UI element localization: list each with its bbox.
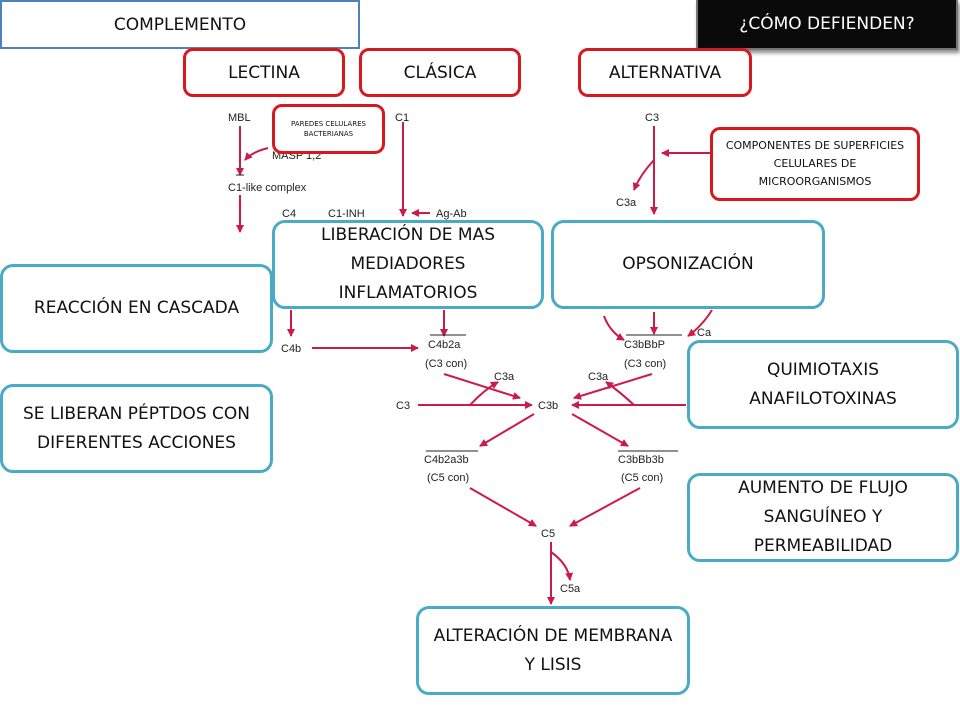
arrow-c3a-right-release [605,381,635,406]
label-c4b: C4b [281,343,301,355]
function-opsonizacion: OPSONIZACIÓN [551,220,825,309]
arrow-c3a-release [632,159,655,191]
question-box: ¿CÓMO DEFIENDEN? [696,0,958,50]
label-c3a-top: C3a [616,197,637,209]
label-c4b2a3b: C4b2a3b [424,454,469,466]
note-componentes: COMPONENTES DE SUPERFICIES CELULARES DE … [710,127,920,201]
label-c3bbbp: C3bBbP [624,339,665,351]
arrow-c3a-left-release [469,381,499,406]
label-ag-ab: Ag-Ab [436,208,467,220]
function-flujo: AUMENTO DE FLUJO SANGUÍNEO Y PERMEABILID… [687,473,959,562]
label-c1: C1 [395,112,409,124]
label-c3-top: C3 [645,112,659,124]
label-c5a: C5a [560,583,581,595]
label-c3con-left: (C3 con) [425,358,467,370]
function-cascada: REACCIÓN EN CASCADA [0,264,273,353]
arrow-c3b-to-c3bbb3b [571,413,629,447]
label-c5con-left: (C5 con) [427,472,469,484]
label-c3con-right: (C3 con) [624,358,666,370]
pathway-alternativa: ALTERNATIVA [578,48,752,97]
function-quimiotaxis: QUIMIOTAXIS ANAFILOTOXINAS [687,340,959,429]
note-paredes: PAREDES CELULARES BACTERIANAS [272,104,385,154]
arrow-masp-join [244,147,269,161]
label-c3b: C3b [538,400,558,412]
arrow-opso-right [687,309,713,337]
label-c4: C4 [282,208,296,220]
arrow-c3b-to-c4b2a3b [479,413,535,447]
label-c5con-right: (C5 con) [621,472,663,484]
title-box: COMPLEMENTO [0,0,360,49]
function-lisis: ALTERACIÓN DE MEMBRANA Y LISIS [416,606,690,695]
label-c3-mid: C3 [396,400,410,412]
function-peptidos: SE LIBERAN PÉPTDOS CON DIFERENTES ACCION… [0,384,273,473]
arrow-opso-left [603,315,625,341]
arrow-c3bbbp-to-c3b [573,373,653,400]
arrow-c5a-release [550,551,574,581]
label-c3a-mid-right: C3a [588,371,609,383]
label-c4b2a: C4b2a [428,339,461,351]
label-c5: C5 [541,528,555,540]
arrow-c3bbb3b-to-c5 [569,487,641,527]
pathway-clasica: CLÁSICA [359,48,521,97]
function-liberacion: LIBERACIÓN DE MAS MEDIADORES INFLAMATORI… [272,220,544,309]
label-c3bbb3b: C3bBb3b [618,454,664,466]
arrow-c4b2a3b-to-c5 [469,487,537,527]
label-c1-like: C1-like complex [228,182,307,194]
pathway-lectina: LECTINA [183,48,345,97]
label-ca: Ca [697,327,712,339]
arrow-c4b2a-to-c3b [443,373,521,400]
label-c1-inh: C1-INH [328,208,365,220]
label-mbl: MBL [228,112,251,124]
label-c3a-mid-left: C3a [494,371,515,383]
